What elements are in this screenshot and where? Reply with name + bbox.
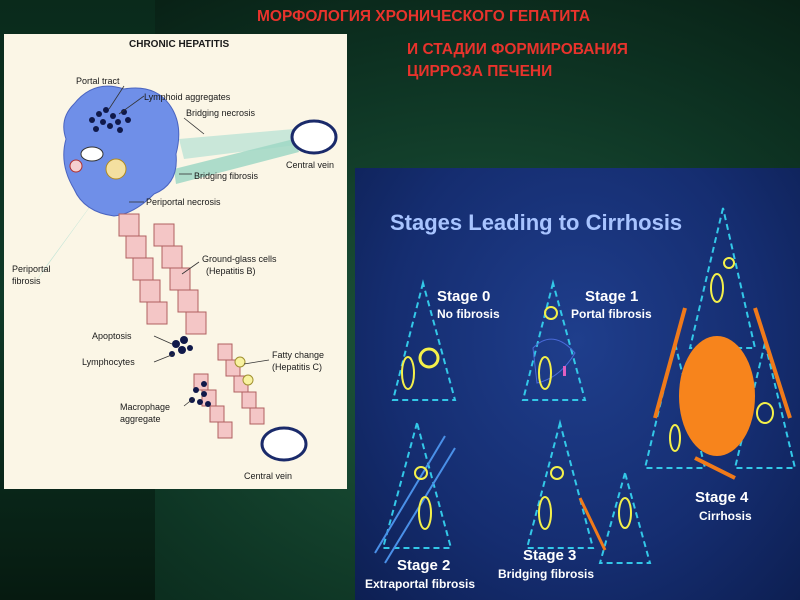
figure-title: CHRONIC HEPATITIS [129, 39, 230, 50]
label-ground-glass-1: Ground-glass cells [202, 254, 277, 264]
label-central-vein-bottom: Central vein [244, 471, 292, 481]
portal-vessel [69, 159, 83, 173]
label-macrophage-1: Macrophage [120, 402, 170, 412]
central-vein-bottom [260, 426, 308, 462]
fat-droplet [234, 356, 246, 368]
stage-4-desc: Cirrhosis [699, 509, 752, 523]
stage-0-name: Stage 0 [437, 288, 490, 305]
slide-title-line-3: ЦИРРОЗА ПЕЧЕНИ [407, 63, 553, 80]
label-bridging-fibrosis: Bridging fibrosis [194, 171, 259, 181]
hepatocyte-plates [118, 213, 265, 439]
lymphocyte-cluster [169, 336, 193, 357]
bridging-fibrosis-band [174, 139, 299, 184]
bile-duct [80, 146, 104, 162]
central-vein-top [290, 119, 338, 155]
regenerative-nodule [679, 336, 755, 456]
stage-3-lobule [525, 419, 652, 564]
cirrhosis-stages-figure: Stages Leading to Cirrhosis Stage 0 No f… [355, 168, 800, 600]
label-periportal-fibrosis-1: Periportal [12, 264, 51, 274]
stage-0-desc: No fibrosis [437, 307, 500, 321]
label-fatty-change-2: (Hepatitis C) [272, 362, 322, 372]
stage-3-name: Stage 3 [523, 547, 576, 564]
label-macrophage-2: aggregate [120, 414, 161, 424]
chronic-hepatitis-drawing: CHRONIC HEPATITIS Portal tract Lymphoid … [12, 39, 338, 481]
label-lymphocytes: Lymphocytes [82, 357, 135, 367]
stage-0-lobule [391, 279, 457, 401]
cirrhosis-stages-drawing: Stages Leading to Cirrhosis Stage 0 No f… [365, 207, 797, 591]
label-central-vein-top: Central vein [286, 160, 334, 170]
stage-1-name: Stage 1 [585, 288, 638, 305]
stage-3-desc: Bridging fibrosis [498, 567, 594, 581]
label-apoptosis: Apoptosis [92, 331, 132, 341]
label-bridging-necrosis: Bridging necrosis [186, 108, 256, 118]
stage-1-lobule [521, 279, 587, 401]
portal-artery [105, 158, 127, 180]
label-lymphoid-aggregates: Lymphoid aggregates [144, 92, 231, 102]
stage-4-lobule [643, 207, 797, 480]
lymphoid-aggregate [89, 107, 131, 133]
stage-4-name: Stage 4 [695, 489, 749, 506]
stages-title: Stages Leading to Cirrhosis [390, 210, 682, 235]
slide-title-line-1: МОРФОЛОГИЯ ХРОНИЧЕСКОГО ГЕПАТИТА [257, 8, 591, 25]
label-fatty-change-1: Fatty change [272, 350, 324, 360]
label-leaders [108, 85, 270, 407]
label-periportal-fibrosis-2: fibrosis [12, 276, 41, 286]
slide-title-line-2: И СТАДИИ ФОРМИРОВАНИЯ [407, 41, 628, 58]
stage-2-name: Stage 2 [397, 557, 450, 574]
label-ground-glass-2: (Hepatitis B) [206, 266, 256, 276]
periportal-fibrosis-strand [34, 194, 99, 284]
fat-droplet [242, 374, 254, 386]
chronic-hepatitis-figure: CHRONIC HEPATITIS Portal tract Lymphoid … [4, 34, 347, 489]
stage-2-lobule [374, 419, 456, 564]
label-portal-tract: Portal tract [76, 76, 120, 86]
stage-1-desc: Portal fibrosis [571, 307, 652, 321]
label-periportal-necrosis: Periportal necrosis [146, 197, 221, 207]
bridging-necrosis-band [179, 129, 304, 159]
stage-2-desc: Extraportal fibrosis [365, 577, 475, 591]
